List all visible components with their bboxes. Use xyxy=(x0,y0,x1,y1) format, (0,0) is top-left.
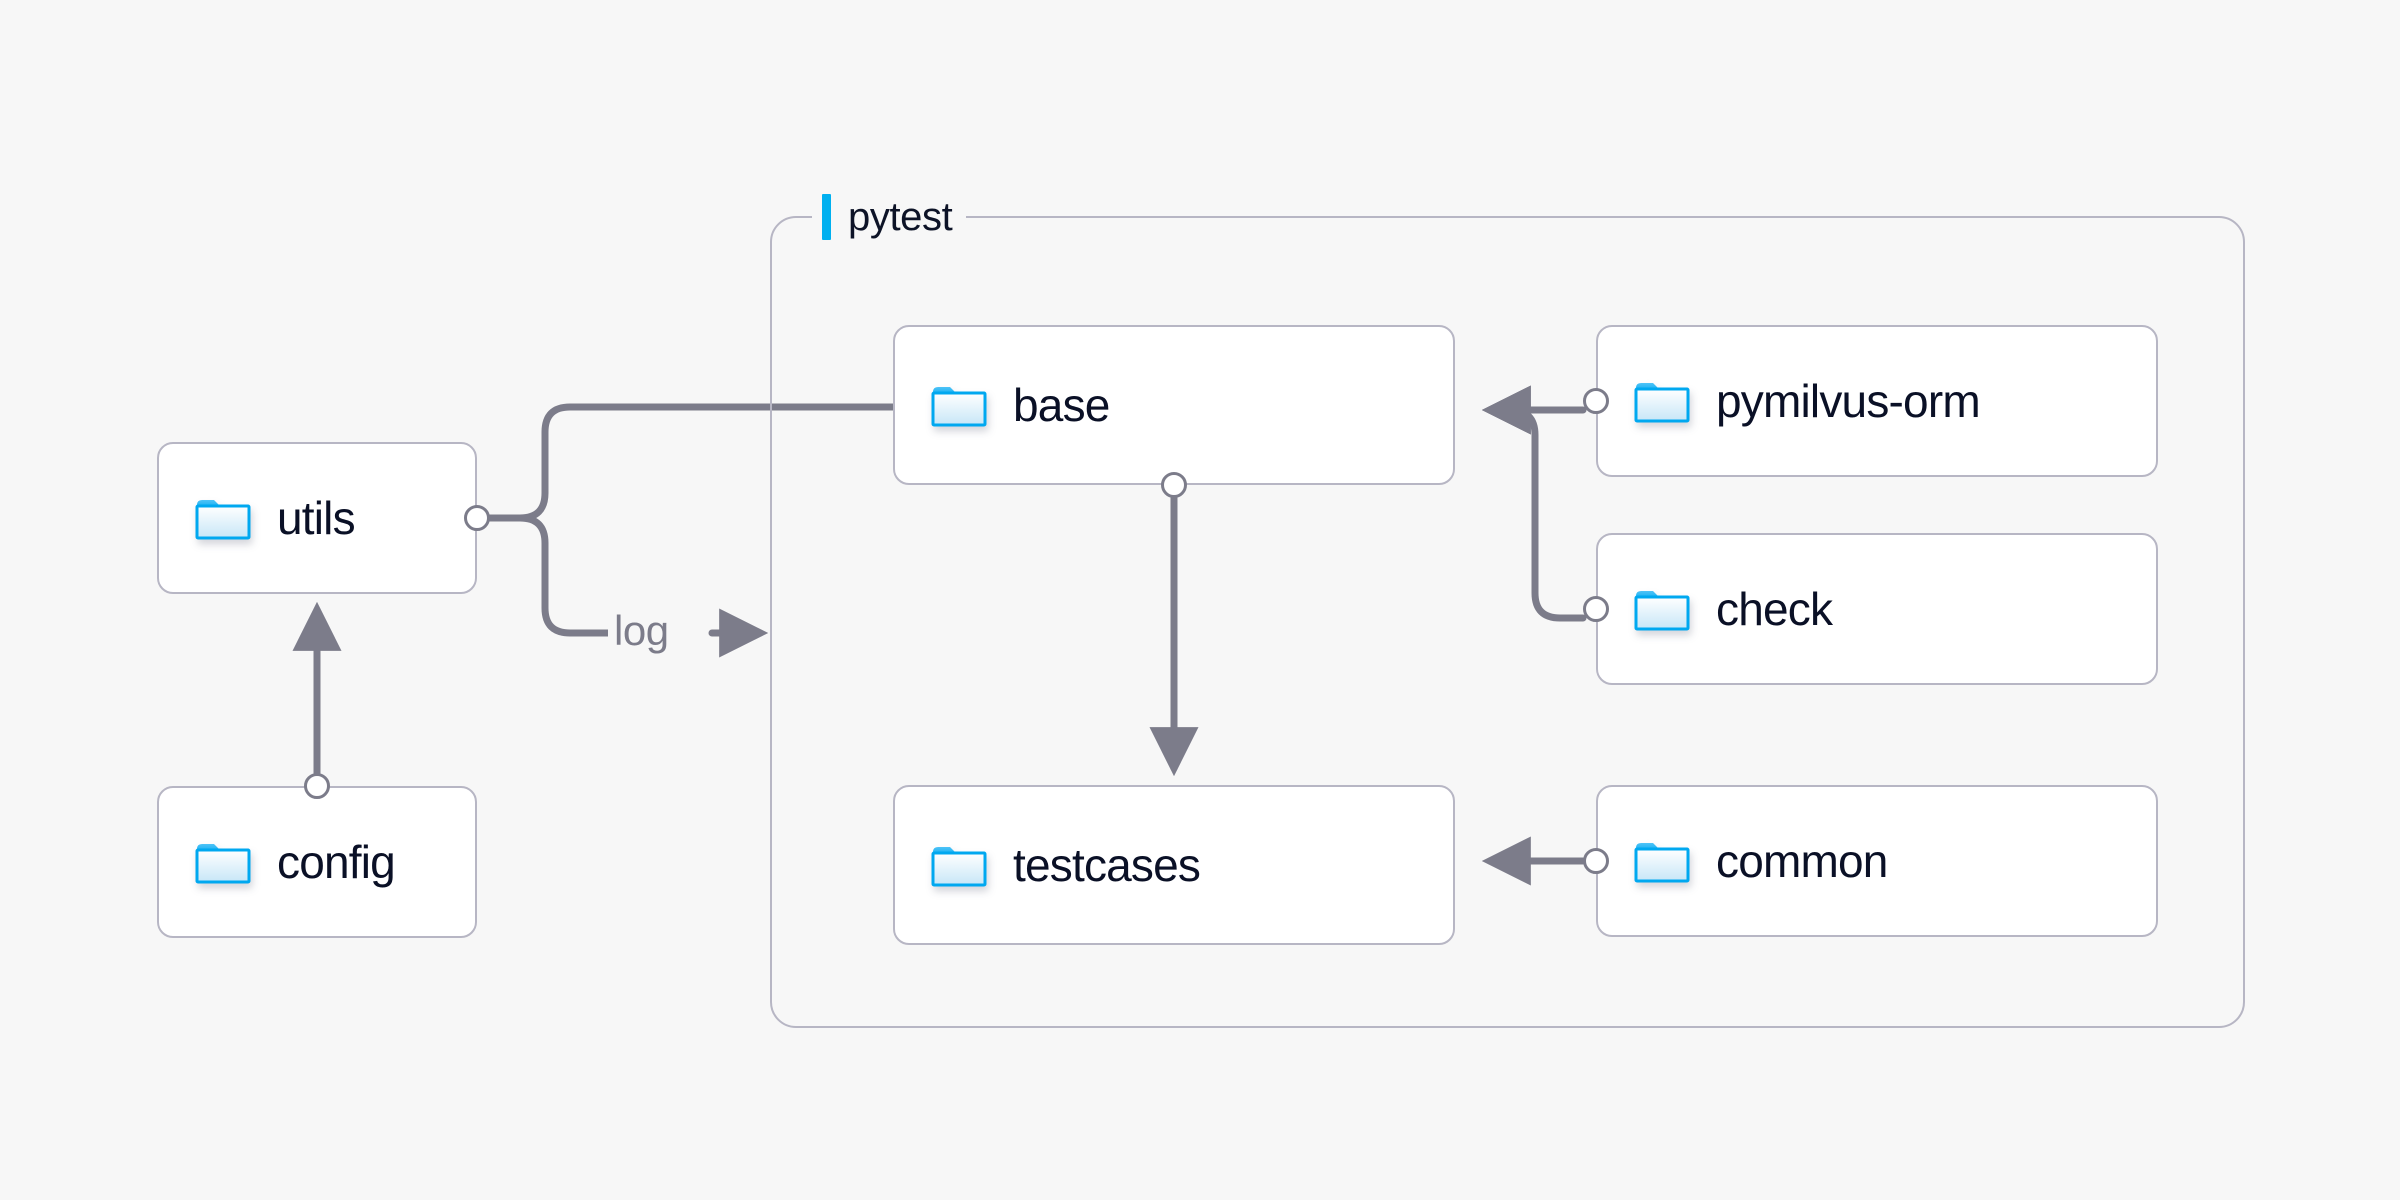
node-label: pymilvus-orm xyxy=(1716,375,1981,427)
node-label: common xyxy=(1716,835,1888,887)
node-label: check xyxy=(1716,583,1833,635)
folder-icon xyxy=(195,495,251,541)
edge-utils-to-log xyxy=(486,514,620,637)
port-utils-right[interactable] xyxy=(464,505,490,531)
node-label: base xyxy=(1013,379,1110,431)
group-pytest[interactable] xyxy=(770,216,2245,1028)
node-config[interactable]: config xyxy=(157,786,477,938)
folder-icon xyxy=(195,839,251,885)
port-config-top[interactable] xyxy=(304,773,330,799)
folder-icon xyxy=(1634,586,1690,632)
port-base-bottom[interactable] xyxy=(1161,472,1187,498)
node-utils[interactable]: utils xyxy=(157,442,477,594)
group-accent-bar xyxy=(822,194,831,240)
node-common[interactable]: common xyxy=(1596,785,2158,937)
node-testcases[interactable]: testcases xyxy=(893,785,1455,945)
folder-icon xyxy=(931,382,987,428)
folder-icon xyxy=(1634,838,1690,884)
edge-label-log: log xyxy=(608,610,675,652)
group-title: pytest xyxy=(848,195,953,239)
port-pymilvus-orm-left[interactable] xyxy=(1583,388,1609,414)
node-label: config xyxy=(277,836,396,888)
node-label: testcases xyxy=(1013,839,1201,891)
port-check-left[interactable] xyxy=(1583,596,1609,622)
node-pymilvus-orm[interactable]: pymilvus-orm xyxy=(1596,325,2158,477)
folder-icon xyxy=(931,842,987,888)
node-base[interactable]: base xyxy=(893,325,1455,485)
port-common-left[interactable] xyxy=(1583,848,1609,874)
group-pytest-label: pytest xyxy=(812,190,967,244)
folder-icon xyxy=(1634,378,1690,424)
node-label: utils xyxy=(277,492,356,544)
node-check[interactable]: check xyxy=(1596,533,2158,685)
